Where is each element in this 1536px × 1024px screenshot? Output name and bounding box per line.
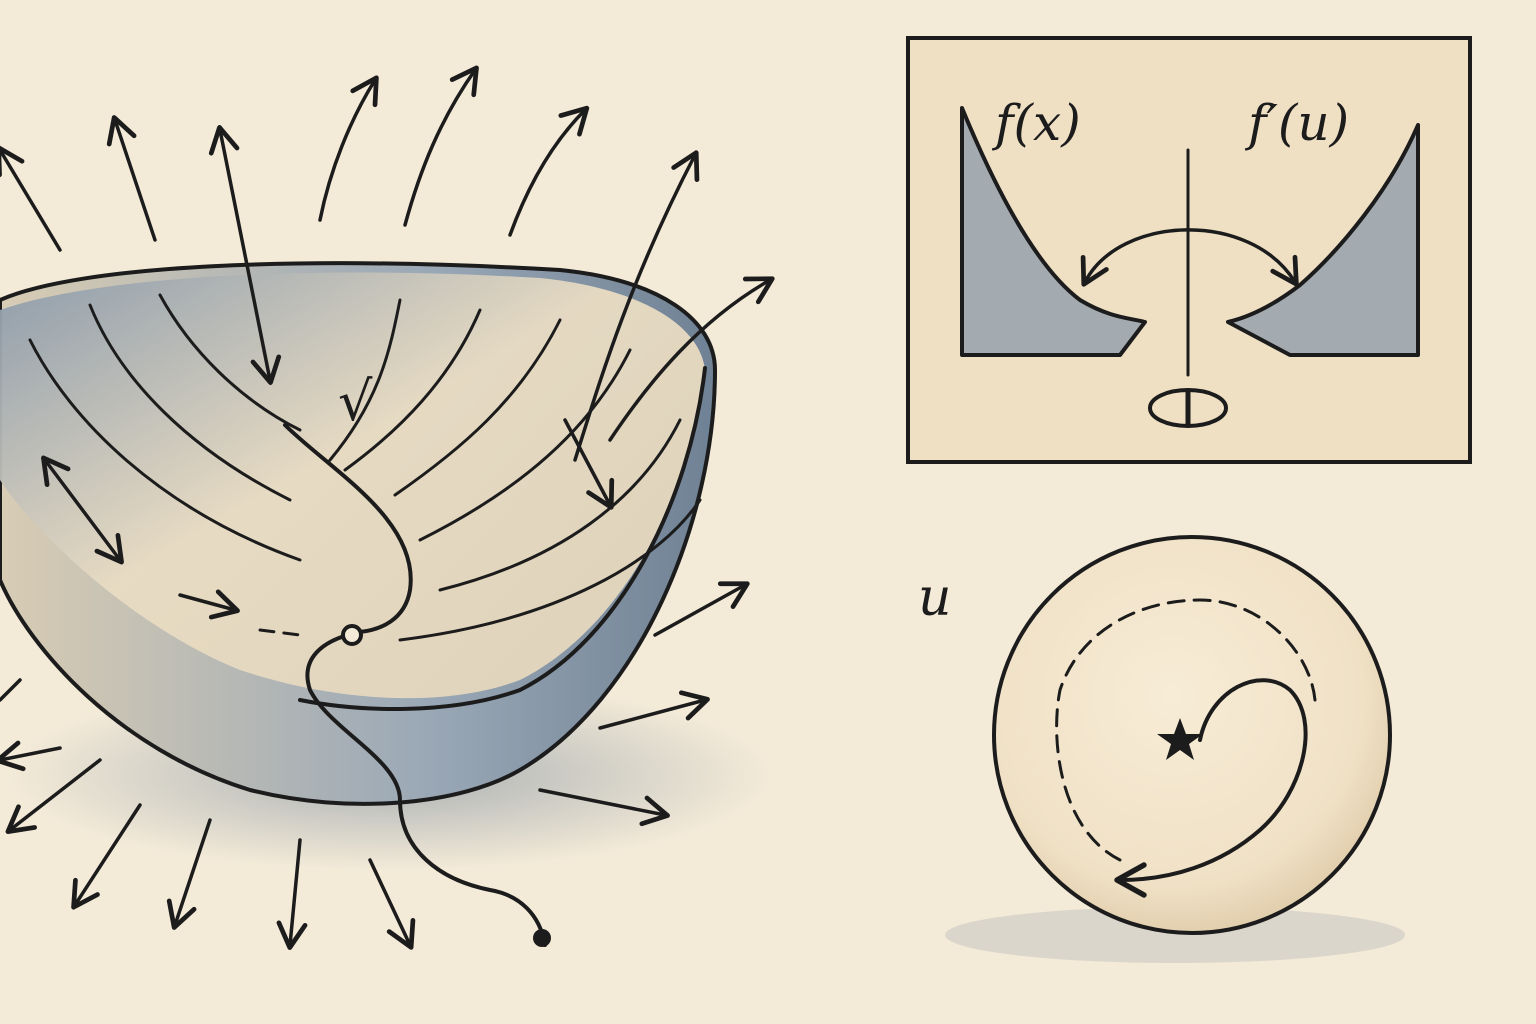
equilibrium-point xyxy=(341,624,363,646)
trajectory-curve xyxy=(283,423,547,947)
sphere-figure: u xyxy=(918,535,1405,963)
star-icon xyxy=(1157,718,1203,760)
ellipse-mark-icon xyxy=(1148,388,1228,428)
field-arrows xyxy=(0,65,775,950)
sphere-shadow xyxy=(945,907,1405,963)
bowl-symbol-label: √ xyxy=(338,370,373,433)
dashed-orbit xyxy=(1055,598,1317,862)
bowl-rim-edge xyxy=(298,366,707,711)
bowl-contour-lines xyxy=(28,293,702,642)
fx-shaded-region xyxy=(960,106,1147,357)
fpu-shaded-region xyxy=(1226,123,1420,357)
fpu-label: f′(u) xyxy=(1244,94,1349,152)
spiral-arrow xyxy=(1114,678,1308,898)
function-inset-panel: f(x) f′(u) xyxy=(906,36,1472,464)
fx-label: f(x) xyxy=(991,94,1081,152)
potential-well-figure: √ xyxy=(0,65,775,950)
transform-arrow xyxy=(1080,228,1299,287)
bowl-surface-arrows xyxy=(41,418,615,620)
trajectory-endpoint xyxy=(533,929,551,947)
u-label: u xyxy=(918,568,952,628)
